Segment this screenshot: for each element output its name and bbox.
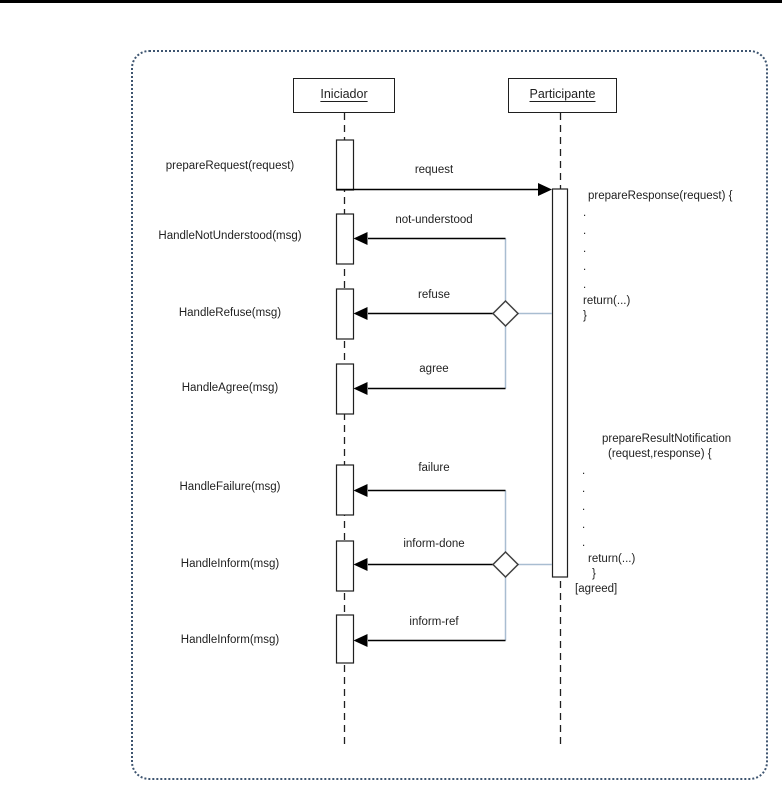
actor-box-iniciador: Iniciador — [293, 78, 395, 113]
code-line-dot: . — [583, 225, 587, 237]
activation-bar-handle-failure — [335, 464, 355, 516]
actor-box-participante: Participante — [508, 78, 617, 113]
code-line: prepareResponse(request) { — [588, 190, 733, 202]
code-block-prepare-response: prepareResponse(request) { . . . . . ret… — [583, 189, 763, 324]
arrowhead-request — [538, 183, 552, 196]
arrowhead-agree — [353, 382, 368, 395]
code-line-dot: . — [582, 519, 586, 531]
arrowhead-not-understood — [353, 232, 368, 245]
message-label-inform-done: inform-done — [403, 538, 465, 550]
message-label-inform-ref: inform-ref — [409, 616, 459, 628]
code-line-dot: . — [583, 243, 587, 255]
arrowhead-refuse — [353, 307, 368, 320]
decision-diamond-response — [491, 299, 520, 328]
left-label-handle-inform-done: HandleInform(msg) — [180, 558, 280, 570]
code-line: } — [592, 568, 596, 580]
code-line-dot: . — [583, 279, 587, 291]
code-line: (request,response) { — [608, 448, 712, 460]
message-label-not-understood: not-understood — [395, 214, 473, 226]
left-label-handle-refuse: HandleRefuse(msg) — [178, 307, 282, 319]
message-label-refuse: refuse — [418, 289, 450, 301]
actor-name-participante: Participante — [529, 87, 596, 101]
activation-bar-handle-refuse — [335, 288, 355, 340]
arrowhead-failure — [353, 484, 368, 497]
code-line-dot: . — [583, 261, 587, 273]
code-line-dot: . — [582, 537, 586, 549]
code-line-guard: [agreed] — [575, 583, 618, 595]
left-label-handle-inform-ref: HandleInform(msg) — [180, 634, 280, 646]
code-line: prepareResultNotification — [602, 433, 732, 445]
activation-bar-handle-inform-done — [335, 540, 355, 592]
code-line-dot: . — [583, 207, 587, 219]
code-line-dot: . — [582, 483, 586, 495]
arrowhead-inform-done — [353, 558, 368, 571]
activation-bar-participante — [551, 188, 569, 578]
activation-bar-handle-agree — [335, 363, 355, 415]
top-border-line — [0, 0, 782, 3]
code-line-dot: . — [582, 465, 586, 477]
activation-bar-handle-inform-ref — [335, 614, 355, 664]
diagram-dashed-frame — [131, 50, 768, 780]
code-block-prepare-result-notification: prepareResultNotification (request,respo… — [575, 432, 765, 597]
left-label-handle-not-understood: HandleNotUnderstood(msg) — [158, 230, 302, 242]
decision-diamond-result — [491, 550, 520, 579]
actor-name-iniciador: Iniciador — [320, 87, 368, 101]
left-label-handle-failure: HandleFailure(msg) — [179, 481, 281, 493]
code-line-dot: . — [582, 501, 586, 513]
activation-bar-handle-not-understood — [335, 213, 355, 265]
message-label-agree: agree — [419, 363, 449, 375]
message-label-request: request — [414, 164, 454, 176]
code-line: } — [583, 310, 587, 322]
left-label-prepare-request: prepareRequest(request) — [165, 160, 295, 172]
arrowhead-inform-ref — [353, 634, 368, 647]
message-label-failure: failure — [418, 462, 450, 474]
code-line: return(...) — [583, 295, 631, 307]
left-label-handle-agree: HandleAgree(msg) — [181, 382, 279, 394]
code-line: return(...) — [588, 553, 636, 565]
